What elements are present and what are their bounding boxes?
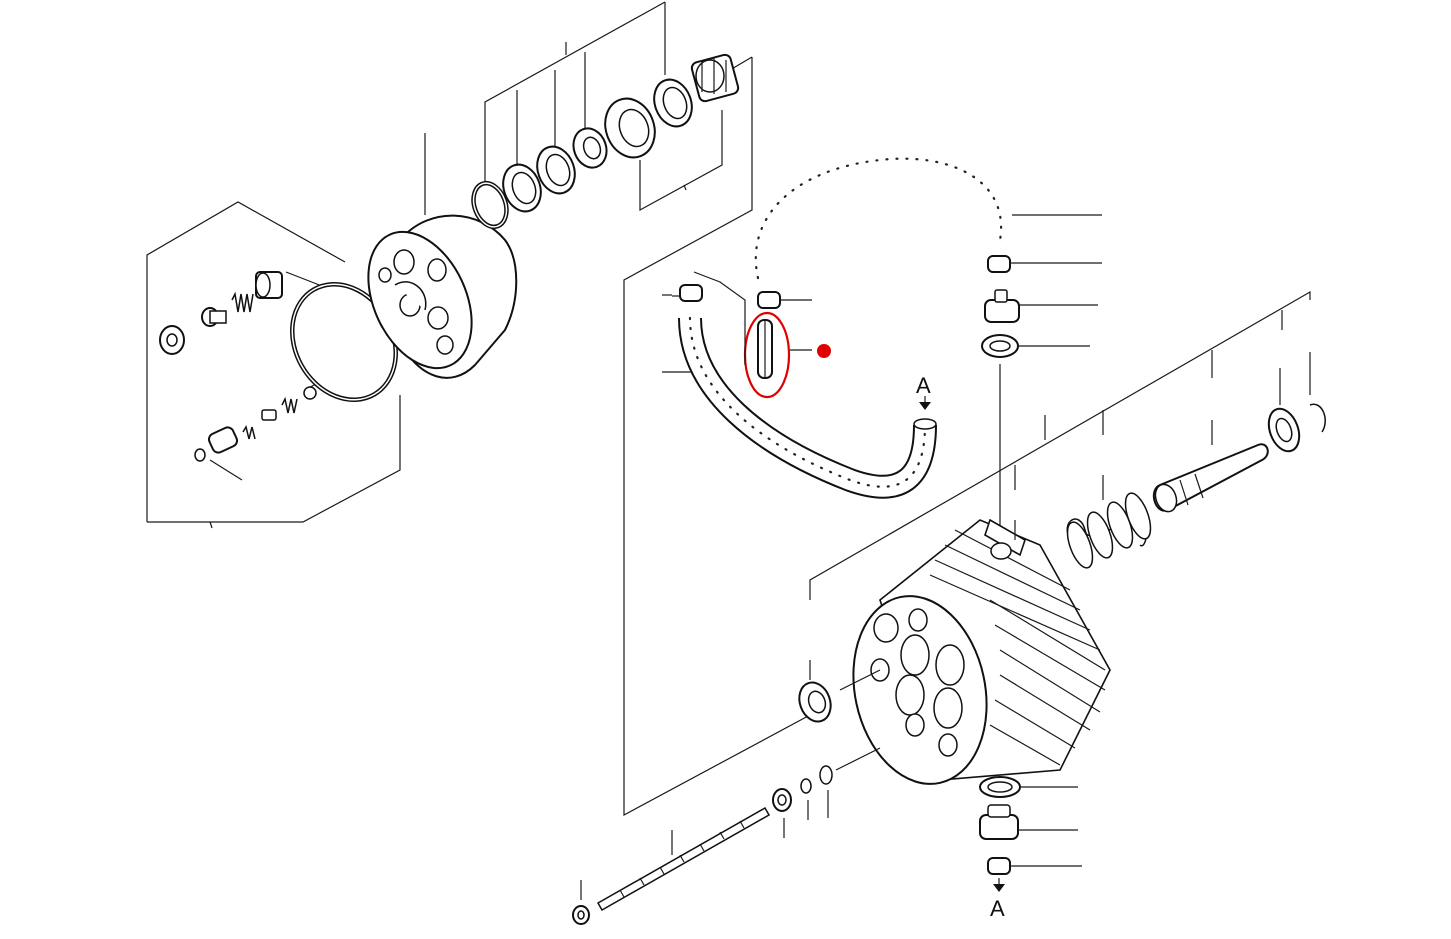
connector-a-bottom: A <box>990 878 1005 921</box>
connector-a-top-label: A <box>916 373 931 398</box>
middle-leaders <box>662 271 746 373</box>
slotted-sleeve <box>690 53 740 103</box>
ring-stack <box>471 78 693 230</box>
valve-group-bottom <box>194 386 317 462</box>
right-leaders <box>809 290 1311 600</box>
seal-ring-bottom <box>979 776 1078 798</box>
clamp-right-bottom <box>987 857 1082 875</box>
connector-a-bottom-label: A <box>990 896 1005 921</box>
front-seal <box>798 660 881 723</box>
hose-clamp-middle <box>757 291 812 309</box>
hose-upper-arc <box>745 148 1012 281</box>
drive-shaft <box>1152 443 1269 513</box>
circlip <box>1309 403 1326 433</box>
hose-clamp-left <box>662 284 703 302</box>
pump-body <box>852 518 1111 785</box>
pin-tube[interactable] <box>757 319 773 379</box>
highlight-marker <box>817 344 831 358</box>
cap-left <box>255 271 283 299</box>
nipple-fitting <box>984 289 1098 323</box>
clamp-right-top <box>987 255 1102 273</box>
large-oring-left <box>289 282 399 402</box>
connector-a-top: A <box>916 373 931 410</box>
washer-left <box>159 325 185 355</box>
front-small-washers <box>772 747 881 838</box>
tie-bolt <box>596 806 771 912</box>
plug-fitting <box>979 804 1078 840</box>
screw-left <box>201 307 227 327</box>
valve-housing <box>367 214 518 379</box>
bolt-nut <box>572 880 590 925</box>
bottom-fittings <box>979 776 1082 875</box>
seal-ring-right <box>981 334 1090 358</box>
pump-spring <box>1066 492 1152 569</box>
shaft-seal-ring <box>1267 407 1301 453</box>
left-assembly-leaders <box>146 1 811 817</box>
left-assembly-parts <box>159 53 740 462</box>
hose-lower-loop <box>678 316 937 499</box>
spring-small-top <box>231 291 254 313</box>
right-fittings <box>981 214 1102 548</box>
